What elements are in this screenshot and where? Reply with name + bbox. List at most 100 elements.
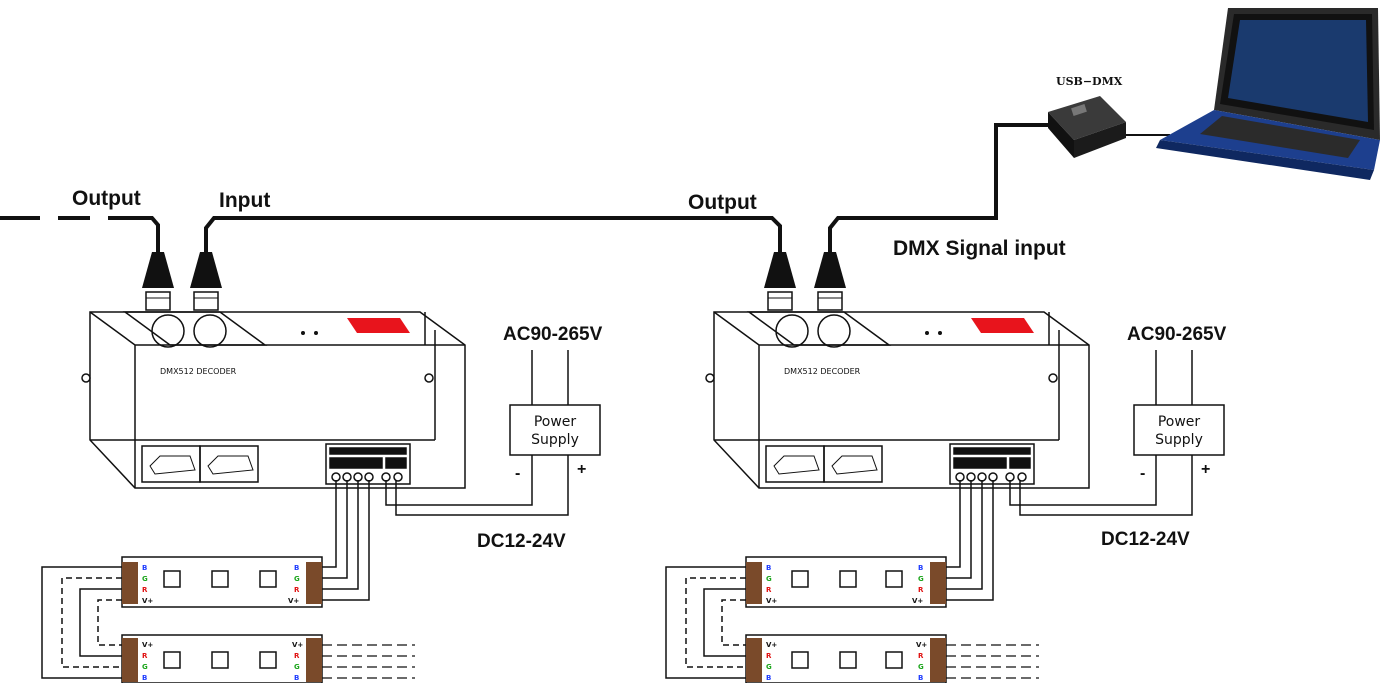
psu-right-line1: Power	[1158, 414, 1201, 430]
led-chip	[885, 651, 903, 669]
label-dmx-signal-input: DMX Signal input	[893, 237, 1066, 260]
label-dc-left: DC12-24V	[477, 531, 566, 552]
pin-label: B	[142, 674, 147, 682]
pin-label: B	[918, 564, 923, 572]
pin-label: G	[142, 575, 148, 583]
dmx-cables	[0, 123, 1170, 252]
led-chip	[259, 570, 277, 588]
pin-label: R	[294, 652, 300, 660]
pin-label: B	[766, 674, 771, 682]
led-strips	[121, 556, 947, 683]
psu-left-minus: -	[515, 465, 520, 482]
pin-label: V+	[288, 597, 299, 605]
strip-continuation-dashes	[322, 644, 1039, 679]
strip-connector	[122, 562, 138, 604]
strip-connector	[746, 562, 762, 604]
decoder-left-led-1	[301, 331, 305, 335]
laptop-icon	[1156, 8, 1380, 180]
pin-label: V+	[142, 641, 153, 649]
pin-label: R	[294, 586, 300, 594]
pin-label: B	[766, 564, 771, 572]
pin-label: R	[766, 652, 772, 660]
label-ac-right: AC90-265V	[1127, 324, 1227, 345]
pin-label: G	[294, 575, 300, 583]
led-chip	[791, 651, 809, 669]
strip-loop-wires-left	[41, 566, 122, 679]
pin-label: G	[766, 575, 772, 583]
decoder-left	[81, 311, 466, 489]
decoder-link-cable	[204, 216, 782, 252]
plug-connectors	[142, 252, 846, 311]
pin-label: R	[918, 586, 924, 594]
psu-right-line2: Supply	[1155, 432, 1203, 448]
pin-label: G	[294, 663, 300, 671]
label-dc-right: DC12-24V	[1101, 529, 1190, 550]
pin-label: V+	[142, 597, 153, 605]
pin-label: B	[142, 564, 147, 572]
strip-connector	[746, 638, 762, 682]
label-usb-dmx: USB−DMX	[1056, 75, 1123, 88]
strip-loop-wires-right	[665, 566, 746, 679]
psu-right-minus: -	[1140, 465, 1145, 482]
power-wiring	[385, 350, 1193, 516]
psu-left-line2: Supply	[531, 432, 579, 448]
plug-right-output	[764, 252, 796, 311]
led-chip	[839, 651, 857, 669]
pin-label: R	[766, 586, 772, 594]
usb-dmx-interface	[1048, 96, 1126, 158]
pin-label: V+	[292, 641, 303, 649]
decoder-left-led-2	[314, 331, 318, 335]
plug-left-input	[190, 252, 222, 311]
plug-left-output	[142, 252, 174, 311]
pin-label: V+	[916, 641, 927, 649]
pin-label: G	[142, 663, 148, 671]
decoder-right-led-1	[925, 331, 929, 335]
psu-right-plus: +	[1201, 461, 1210, 478]
strip-connector	[306, 562, 322, 604]
left-output-cable	[108, 216, 160, 252]
pin-label: G	[918, 575, 924, 583]
psu-left-plus: +	[577, 461, 586, 478]
strip-connector	[930, 562, 946, 604]
led-chip	[211, 651, 229, 669]
led-chip	[163, 651, 181, 669]
dmx-signal-cable	[828, 123, 1048, 252]
power-supply-right	[1133, 404, 1225, 456]
pin-label: B	[294, 674, 299, 682]
decoder-right-display	[971, 318, 1034, 333]
plug-right-input	[814, 252, 846, 311]
pin-label: B	[294, 564, 299, 572]
decoder-right	[705, 311, 1090, 489]
pin-label: G	[918, 663, 924, 671]
led-chip	[791, 570, 809, 588]
pin-label: G	[766, 663, 772, 671]
strip-connector	[930, 638, 946, 682]
decoder-left-display	[347, 318, 410, 333]
label-input-left: Input	[219, 189, 270, 212]
strip-pin-labels: B G R V+ B G R V+ V+ R G B V+ R G B B G …	[142, 564, 927, 682]
label-output-right: Output	[688, 191, 757, 214]
power-supply-left	[509, 404, 601, 456]
psu-left-line1: Power	[534, 414, 577, 430]
pin-label: V+	[766, 641, 777, 649]
led-chip	[839, 570, 857, 588]
pin-label: R	[142, 652, 148, 660]
pin-label: R	[142, 586, 148, 594]
pin-label: V+	[766, 597, 777, 605]
led-chip	[885, 570, 903, 588]
label-output-left: Output	[72, 187, 141, 210]
decoder-left-label: DMX512 DECODER	[160, 367, 237, 376]
label-ac-left: AC90-265V	[503, 324, 603, 345]
strip-wires	[322, 480, 994, 601]
led-chip	[211, 570, 229, 588]
decoder-right-led-2	[938, 331, 942, 335]
led-chip	[259, 651, 277, 669]
decoder-right-label: DMX512 DECODER	[784, 367, 861, 376]
pin-label: V+	[912, 597, 923, 605]
strip-connector	[122, 638, 138, 682]
pin-label: B	[918, 674, 923, 682]
pin-label: R	[918, 652, 924, 660]
led-chip	[163, 570, 181, 588]
strip-connector	[306, 638, 322, 682]
